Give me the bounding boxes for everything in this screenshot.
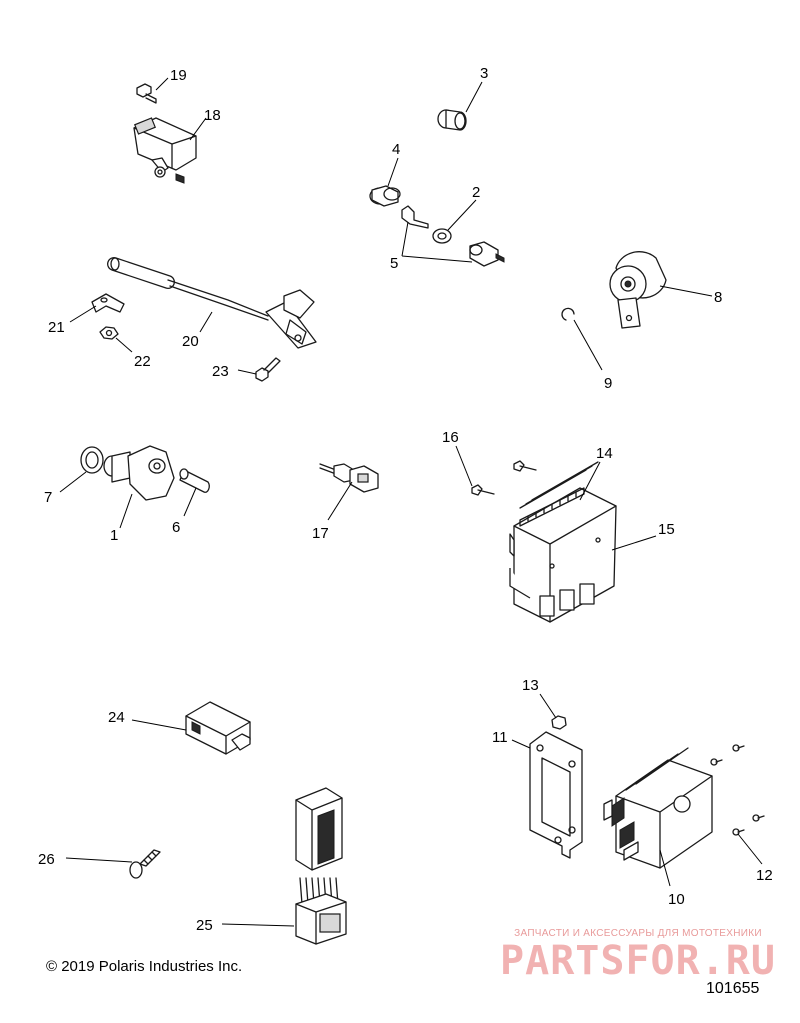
part-23-bolt xyxy=(255,357,281,382)
callout-1: 1 xyxy=(110,527,118,544)
callout-9: 9 xyxy=(604,375,612,392)
part-22-nut xyxy=(99,326,119,340)
callout-19: 19 xyxy=(170,67,187,84)
part-13-nut xyxy=(551,715,567,730)
callout-24: 24 xyxy=(108,709,125,726)
part-4-cap xyxy=(369,185,401,207)
part-6-sleeve xyxy=(179,468,210,493)
part-9-circlip xyxy=(561,307,575,321)
callout-8: 8 xyxy=(714,289,722,306)
callout-2: 2 xyxy=(472,184,480,201)
part-8-knock-sensor xyxy=(609,251,667,329)
part-2-washer xyxy=(432,228,452,244)
callout-23: 23 xyxy=(212,363,229,380)
callout-4: 4 xyxy=(392,141,400,158)
callout-3: 3 xyxy=(480,65,488,82)
callout-20: 20 xyxy=(182,333,199,350)
part-5-switch xyxy=(469,241,505,267)
callout-14: 14 xyxy=(596,445,613,462)
part-7-o-ring xyxy=(80,446,104,474)
part-11-bracket xyxy=(529,731,583,859)
callout-13: 13 xyxy=(522,677,539,694)
callout-22: 22 xyxy=(134,353,151,370)
callout-26: 26 xyxy=(38,851,55,868)
part-10-ecu xyxy=(603,747,713,869)
part-17-temp-sensor xyxy=(319,463,379,493)
callout-10: 10 xyxy=(668,891,685,908)
callout-12: 12 xyxy=(756,867,773,884)
callout-17: 17 xyxy=(312,525,329,542)
part-21-clip xyxy=(91,293,125,313)
callout-15: 15 xyxy=(658,521,675,538)
part-5-clip xyxy=(401,205,429,229)
callout-18: 18 xyxy=(204,107,221,124)
part-3-grommet xyxy=(437,109,467,131)
watermark-tagline: ЗАПЧАСТИ И АКСЕССУАРЫ ДЛЯ МОТОТЕХНИКИ xyxy=(514,928,762,939)
callout-16: 16 xyxy=(442,429,459,446)
part-25-harness-connector xyxy=(295,787,347,945)
callout-11: 11 xyxy=(492,729,508,746)
callout-6: 6 xyxy=(172,519,180,536)
part-26-screw xyxy=(129,849,161,879)
callout-25: 25 xyxy=(196,917,213,934)
part-20-crank-sensor xyxy=(107,257,317,349)
part-1-cam-sensor xyxy=(103,445,175,501)
copyright-text: © 2019 Polaris Industries Inc. xyxy=(46,958,243,975)
callout-7: 7 xyxy=(44,489,52,506)
part-15-regulator xyxy=(509,461,617,623)
part-18-map-sensor xyxy=(133,117,197,184)
figure-number: 101655 xyxy=(706,980,760,997)
callout-5: 5 xyxy=(390,255,398,272)
callout-21: 21 xyxy=(48,319,65,336)
part-19-bolt xyxy=(136,83,157,104)
part-24-relay xyxy=(185,701,251,755)
watermark-logo: PARTSFOR.RU xyxy=(500,938,776,984)
watermark: ЗАПЧАСТИ И АКСЕССУАРЫ ДЛЯ МОТОТЕХНИКИ PA… xyxy=(488,928,788,983)
part-12-screws xyxy=(710,744,765,836)
part-16-screws xyxy=(471,460,537,496)
